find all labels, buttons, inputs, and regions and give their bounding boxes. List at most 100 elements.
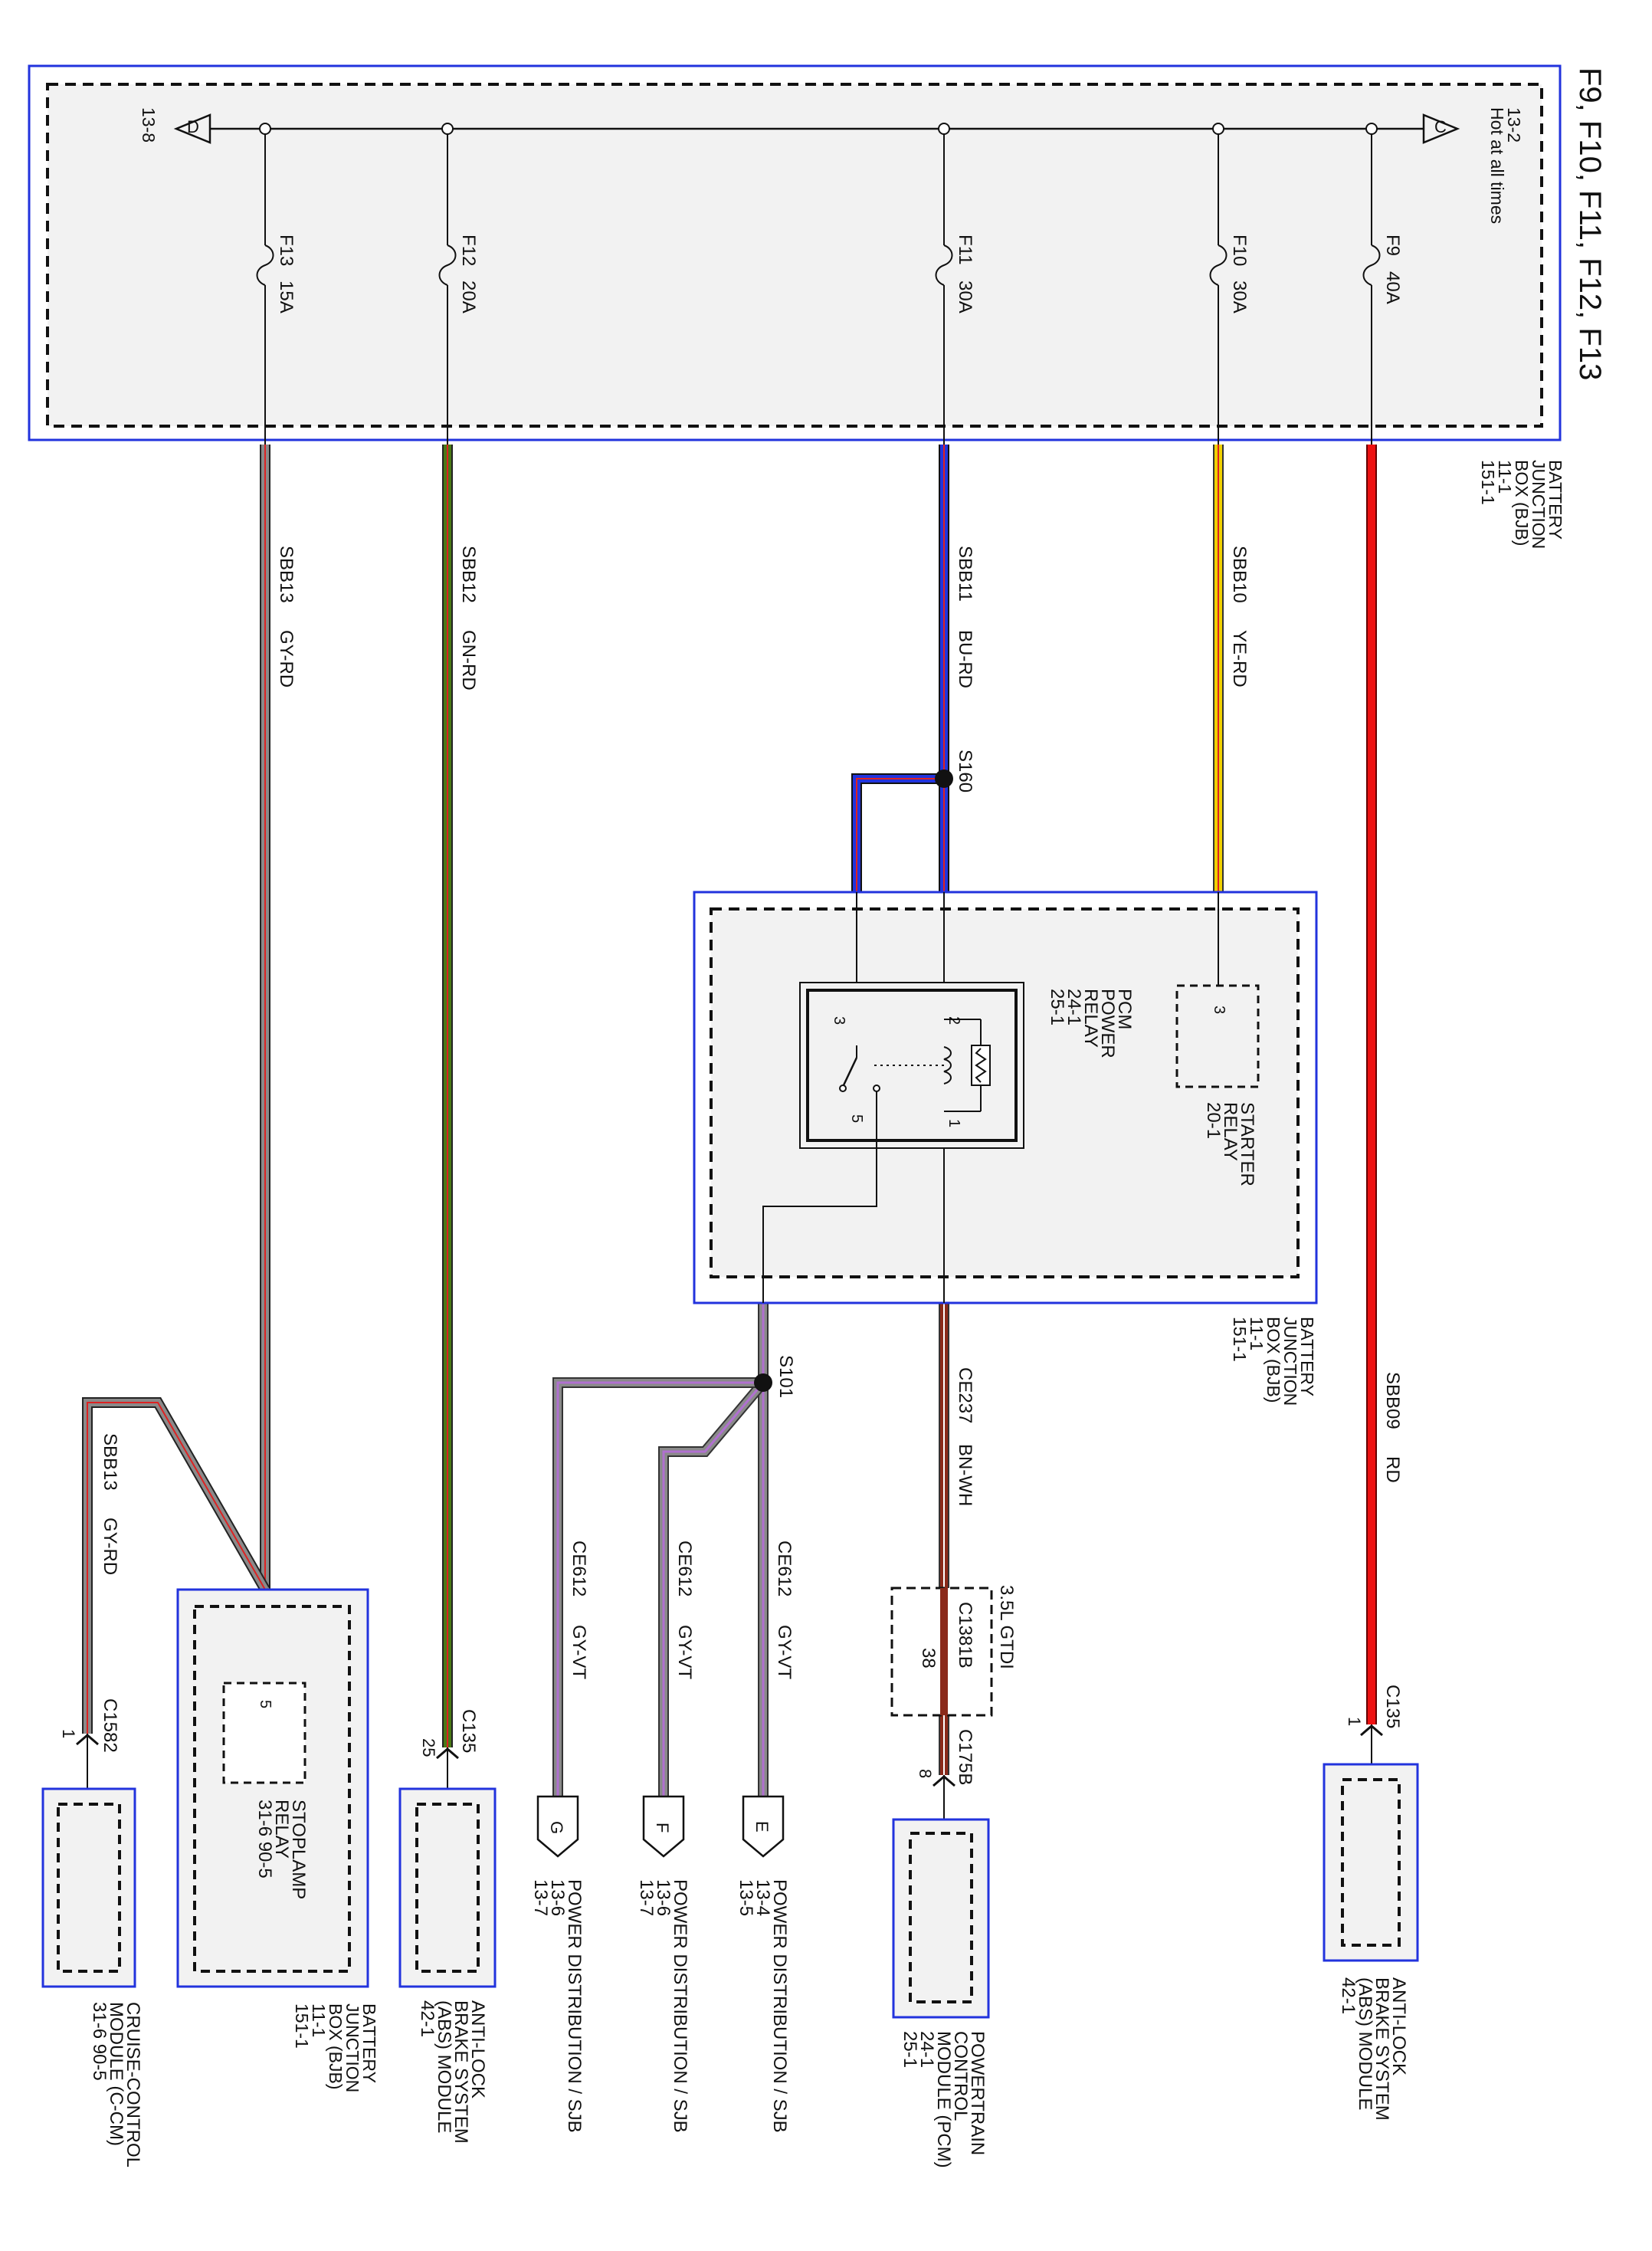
svg-text:POWER: POWER [1097,989,1118,1058]
svg-text:25-1: 25-1 [1047,989,1067,1025]
wire-color-code: RD [1382,1456,1403,1483]
wire-circuit: CE612 [774,1541,795,1596]
fuse-rating: 40A [1382,271,1403,304]
svg-text:BATTERY: BATTERY [1545,460,1565,540]
svg-text:POWER DISTRIBUTION / SJB: POWER DISTRIBUTION / SJB [670,1879,690,2133]
svg-text:11-1: 11-1 [1247,1317,1267,1350]
offpage-connectors: E POWER DISTRIBUTION / SJB 13-4 13-5 F P… [530,1795,790,2133]
relay-switch-arm [841,1057,858,1088]
connector-c-triangle [1422,113,1460,144]
mid-bjb: 3 STARTER RELAY 20-1 2 1 3 5 PCM POWER R… [693,891,1318,1406]
offpage-e: E POWER DISTRIBUTION / SJB 13-4 13-5 [736,1795,790,2133]
svg-text:(ABS) MODULE: (ABS) MODULE [1355,1977,1375,2110]
svg-text:POWER DISTRIBUTION / SJB: POWER DISTRIBUTION / SJB [564,1879,585,2133]
svg-text:42-1: 42-1 [417,2000,438,2037]
wire-circuit: CE612 [674,1541,695,1596]
svg-text:11-1: 11-1 [1495,460,1515,494]
relay-pin-1: 1 [946,1119,962,1127]
starter-relay-pin: 3 [1211,1006,1228,1014]
starter-relay-label: STARTER RELAY 20-1 [1203,1102,1257,1186]
relay-pin-3: 3 [831,1016,847,1025]
svg-text:ANTI-LOCK: ANTI-LOCK [467,2000,488,2098]
wire-circuit: SBB13 [276,546,297,603]
bjb-bottom-label: BATTERY JUNCTION BOX (BJB) 11-1 151-1 [292,2003,379,2092]
svg-text:13-6: 13-6 [653,1879,674,1916]
wire-circuit: CE237 [955,1367,975,1423]
mid-bjb-border [693,891,1318,1304]
svg-text:G: G [547,1821,566,1834]
svg-text:C1582: C1582 [100,1698,120,1753]
fuse-rating: 30A [955,281,975,313]
module-ccm: CRUISE-CONTROL MODULE (C-CM) 31-6 90-5 [41,1787,143,2167]
svg-text:CRUISE-CONTROL: CRUISE-CONTROL [123,2002,143,2167]
svg-text:1: 1 [1345,1717,1364,1726]
svg-text:RELAY: RELAY [271,1800,292,1859]
diagram-title: F9, F10, F11, F12, F13 [1573,67,1607,380]
svg-text:RELAY: RELAY [1080,989,1101,1048]
connector-d-ref: 13-8 [139,107,159,143]
wire-labels: SBB09 RD SBB10 YE-RD SBB11 BU-RD SBB12 G… [100,546,1403,1679]
svg-text:PCM: PCM [1114,989,1135,1029]
wire-color-code: GY-VT [569,1625,589,1679]
fuse-f10: F10 30A [1209,123,1250,445]
offpage-g: G POWER DISTRIBUTION / SJB 13-6 13-7 [530,1795,585,2133]
fuse-rating: 15A [276,281,297,313]
wire-circuit: SBB10 [1229,546,1250,603]
svg-text:ANTI-LOCK: ANTI-LOCK [1388,1977,1409,2075]
top-bjb-label: BATTERY JUNCTION BOX (BJB) 11-1 151-1 [1478,460,1565,549]
wires [82,445,1377,1797]
svg-text:151-1: 151-1 [1230,1317,1250,1362]
fuse-rating: 30A [1229,281,1250,313]
svg-text:151-1: 151-1 [292,2003,312,2049]
fuse-f12: F12 20A [438,123,479,445]
svg-text:STOPLAMP: STOPLAMP [288,1800,309,1899]
fuse-label: F13 [276,235,297,266]
relay-pin-5: 5 [848,1114,865,1123]
relay-coil [943,1046,952,1084]
svg-text:BRAKE SYSTEM: BRAKE SYSTEM [1372,1977,1392,2121]
svg-text:1: 1 [59,1729,78,1738]
wire-color-code: GN-RD [458,630,479,691]
svg-text:8: 8 [916,1769,935,1778]
wire-circuit: SBB11 [955,546,975,602]
splice-s160-dot [935,769,953,788]
fuse-label: F10 [1229,235,1250,266]
svg-text:31-6 90-5: 31-6 90-5 [254,1800,275,1879]
connector-d-triangle [173,113,211,144]
splice-s101-dot [754,1373,772,1392]
svg-text:RELAY: RELAY [1220,1102,1241,1161]
wire-sbb11-branch [853,775,944,892]
pcm-relay-label: PCM POWER RELAY 24-1 25-1 [1047,989,1135,1058]
fuse-label: F11 [955,235,975,265]
svg-text:20-1: 20-1 [1203,1102,1224,1139]
connector-c-ref: 13-2 [1504,107,1524,143]
top-bjb-inner [46,83,1543,428]
fuse-label: F9 [1382,235,1403,256]
svg-text:31-6 90-5: 31-6 90-5 [89,2002,110,2081]
fuse-f13: F13 15A [256,123,297,445]
module-abs-left: ANTI-LOCK BRAKE SYSTEM (ABS) MODULE 42-1 [398,1787,497,2144]
relay-pin-2: 2 [946,1016,962,1025]
wire-color-code: BU-RD [955,630,975,688]
svg-text:E: E [752,1821,772,1833]
svg-text:24-1: 24-1 [1064,989,1084,1025]
wire-color-code: YE-RD [1229,630,1250,687]
svg-text:BATTERY: BATTERY [1297,1317,1317,1396]
svg-text:13-4: 13-4 [752,1879,773,1916]
svg-text:POWERTRAIN: POWERTRAIN [967,2031,988,2155]
fuse-rating: 20A [458,281,479,313]
mid-bjb-label: BATTERY JUNCTION BOX (BJB) 11-1 151-1 [1230,1317,1317,1406]
svg-text:F: F [653,1823,672,1833]
fuse-label: F12 [458,235,479,266]
svg-text:JUNCTION: JUNCTION [1280,1317,1300,1406]
svg-text:11-1: 11-1 [309,2003,329,2037]
relay-resistor [971,1045,991,1086]
fuse-f11: F11 30A [935,123,975,445]
splice-s101-label: S101 [775,1355,796,1398]
svg-text:24-1: 24-1 [916,2031,937,2068]
svg-text:5: 5 [257,1700,274,1708]
connector-d-letter: D [187,117,199,136]
svg-text:STARTER: STARTER [1237,1102,1257,1186]
c1381b-pin: 38 [918,1648,939,1669]
